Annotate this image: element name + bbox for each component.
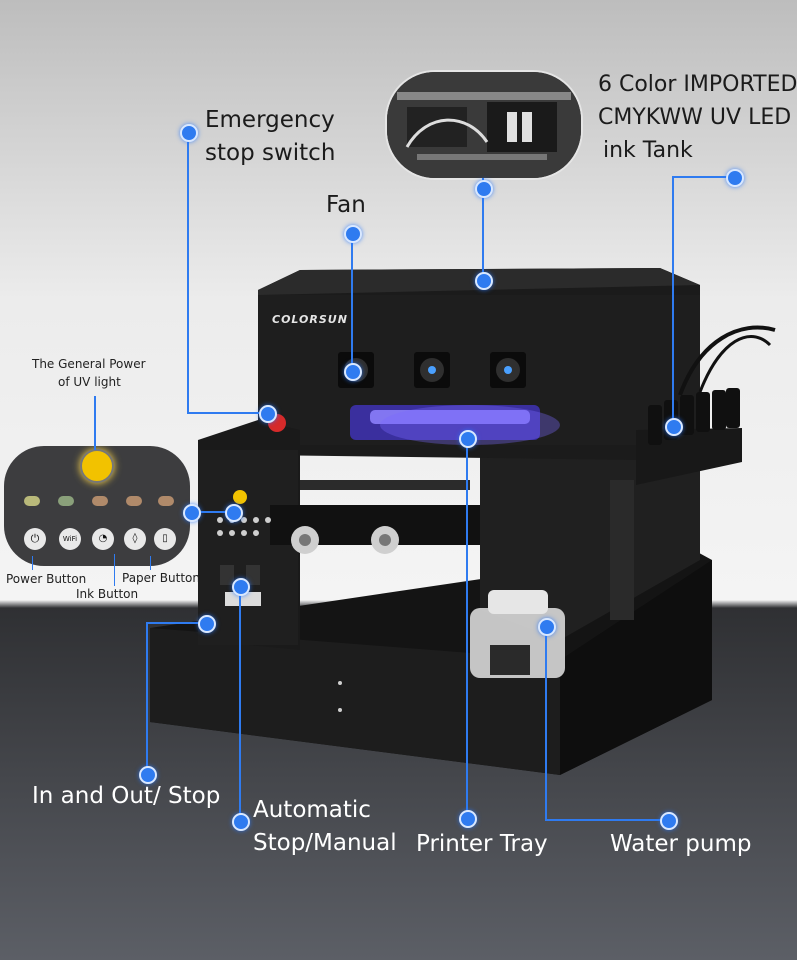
general-power-label-2: of UV light (58, 375, 121, 389)
callout-dot (180, 124, 198, 142)
printer-tray-label: Printer Tray (416, 831, 548, 857)
callout-line (192, 511, 234, 513)
callout-dot (459, 810, 477, 828)
callout-dot (665, 418, 683, 436)
callout-dot (475, 180, 493, 198)
led (58, 496, 74, 506)
callout-line (351, 232, 353, 370)
paper-button[interactable]: ▯ (154, 528, 176, 550)
ink-tank-rack (636, 428, 742, 485)
callout-dot (259, 405, 277, 423)
callout-line (32, 556, 33, 570)
fan-group (338, 352, 526, 388)
led (92, 496, 108, 506)
callout-line (146, 622, 148, 774)
callout-dot (726, 169, 744, 187)
power-button-label: Power Button (6, 572, 87, 586)
callout-dot (538, 618, 556, 636)
callout-dot (198, 615, 216, 633)
wifi-button[interactable]: WiFi (59, 528, 81, 550)
callout-line (545, 819, 667, 821)
paper-button-label: Paper Button (122, 571, 200, 585)
ink-tank-label-3: ink Tank (603, 138, 693, 163)
fan-label: Fan (326, 192, 366, 218)
callout-line (545, 625, 547, 821)
callout-dot (660, 812, 678, 830)
callout-dot (344, 225, 362, 243)
power-button[interactable]: ⏻ (24, 528, 46, 550)
callout-dot (344, 363, 362, 381)
callout-line (672, 176, 734, 178)
ink-tank-label-1: 6 Color IMPORTED (598, 72, 797, 97)
callout-dot (232, 813, 250, 831)
callout-dot (475, 272, 493, 290)
callout-line (146, 622, 206, 624)
callout-dot (459, 430, 477, 448)
callout-line (150, 556, 151, 570)
callout-dot (232, 578, 250, 596)
panel-leds (24, 496, 174, 506)
emergency-stop-label-1: Emergency (205, 107, 335, 133)
automatic-label-2: Stop/Manual (253, 830, 397, 856)
led (126, 496, 142, 506)
callout-line (482, 178, 484, 280)
water-pump-label: Water pump (610, 831, 752, 857)
ink-button[interactable]: ◔ (92, 528, 114, 550)
callout-dot (139, 766, 157, 784)
callout-line (187, 412, 267, 414)
printhead-inset (385, 70, 583, 180)
emergency-stop-label-2: stop switch (205, 140, 336, 166)
led (158, 496, 174, 506)
uv-power-indicator (80, 449, 114, 483)
callout-line (672, 176, 674, 426)
drop-button[interactable]: ◊ (124, 528, 146, 550)
in-out-stop-label: In and Out/ Stop (32, 783, 221, 809)
led (24, 496, 40, 506)
callout-dot (225, 504, 243, 522)
brand-logo: COLORSUN (272, 313, 348, 326)
callout-line (114, 554, 115, 586)
control-panel-inset: ⏻ WiFi ◔ ◊ ▯ (4, 446, 190, 566)
ink-tank-label-2: CMYKWW UV LED (598, 105, 792, 130)
callout-line (187, 131, 189, 413)
ink-button-label: Ink Button (76, 587, 139, 601)
automatic-label-1: Automatic (253, 797, 371, 823)
callout-line (94, 396, 96, 450)
general-power-label-1: The General Power (32, 357, 146, 371)
callout-dot (183, 504, 201, 522)
callout-line (466, 437, 468, 815)
callout-line (239, 585, 241, 820)
